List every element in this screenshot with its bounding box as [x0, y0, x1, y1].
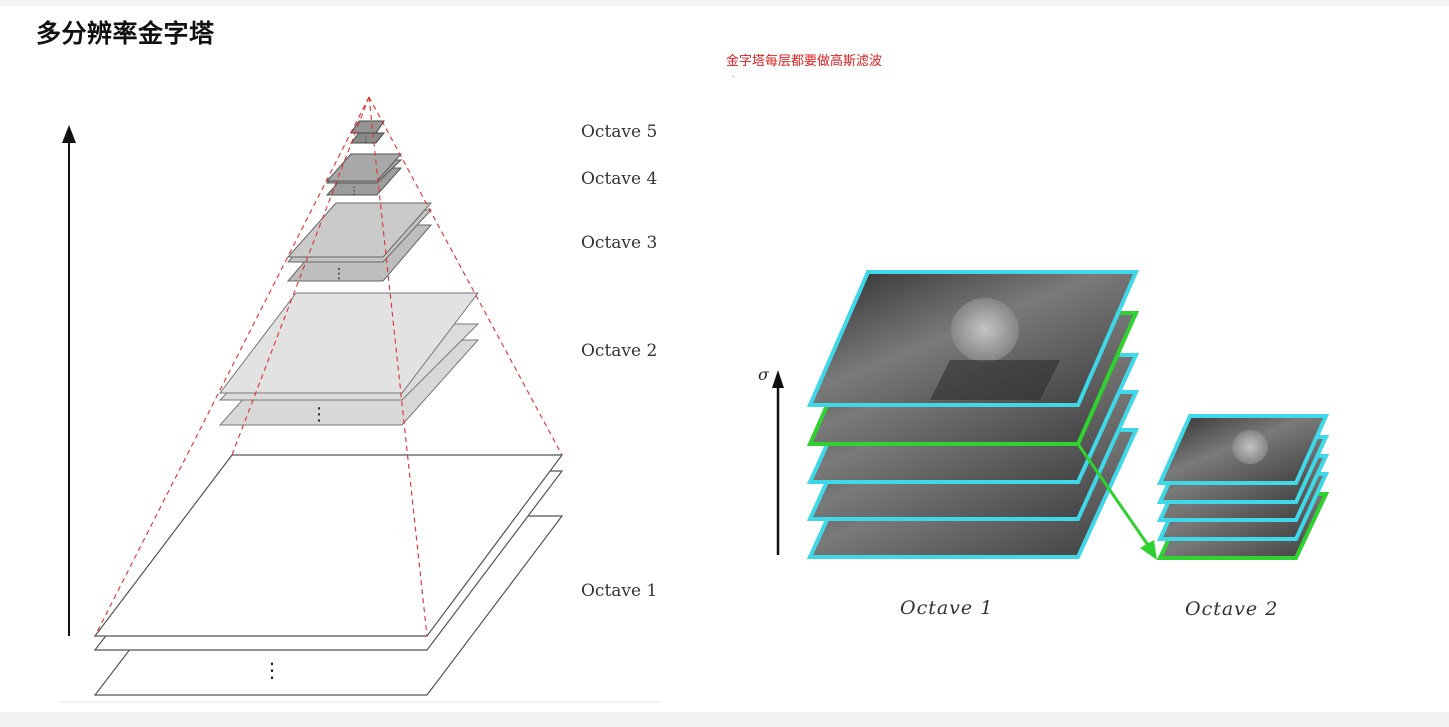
downsample-arrow [1076, 443, 1157, 560]
sigma-arrow-icon [772, 370, 784, 388]
cursor-dot [733, 76, 734, 77]
octave-2-ellipsis: ⋮ [310, 404, 328, 425]
gaussian-filter-note: 金字塔每层都要做高斯滤波 [726, 54, 883, 69]
octave-2-label: Octave 2 [581, 341, 657, 361]
octave-2-image-stack [1156, 414, 1330, 560]
octave-4-label: Octave 4 [581, 169, 657, 189]
slide-title: 多分辨率金字塔 [36, 19, 215, 48]
right-octave-1-label: Octave 1 [900, 597, 993, 619]
octave-2-layers [218, 292, 480, 426]
octave-1-image-stack [806, 270, 1140, 559]
portrait-face-small [1232, 430, 1268, 464]
portrait-face [951, 298, 1019, 362]
octave-3-label: Octave 3 [581, 233, 657, 253]
octave-4-layers [325, 153, 403, 196]
octave-4-ellipsis: ⋮ [349, 186, 359, 197]
portrait-body [930, 360, 1060, 400]
bottom-border-strip [0, 712, 1449, 727]
octave-1-ellipsis: ⋮ [262, 658, 282, 682]
right-gaussian-diagram: σ Octave 1 Octave 2 [758, 270, 1330, 620]
octave-3-layers [286, 202, 433, 282]
left-pyramid-diagram: ⋮ ⋮ ⋮ ⋮ ⋮ Octave 5 Octave 4 Octave 3 Oct… [60, 96, 660, 703]
top-border-strip [0, 0, 1449, 6]
green-arrow-head-icon [1140, 540, 1157, 560]
right-octave-2-label: Octave 2 [1185, 598, 1278, 620]
pyramid-outline [94, 96, 563, 637]
up-arrow-icon [62, 125, 76, 143]
octave-5-label: Octave 5 [581, 122, 657, 142]
octave-5-ellipsis: ⋮ [362, 135, 370, 144]
octave-1-label: Octave 1 [581, 581, 657, 601]
octave-1-layers [93, 454, 564, 696]
sigma-label: σ [758, 365, 770, 384]
octave-3-ellipsis: ⋮ [332, 266, 346, 282]
